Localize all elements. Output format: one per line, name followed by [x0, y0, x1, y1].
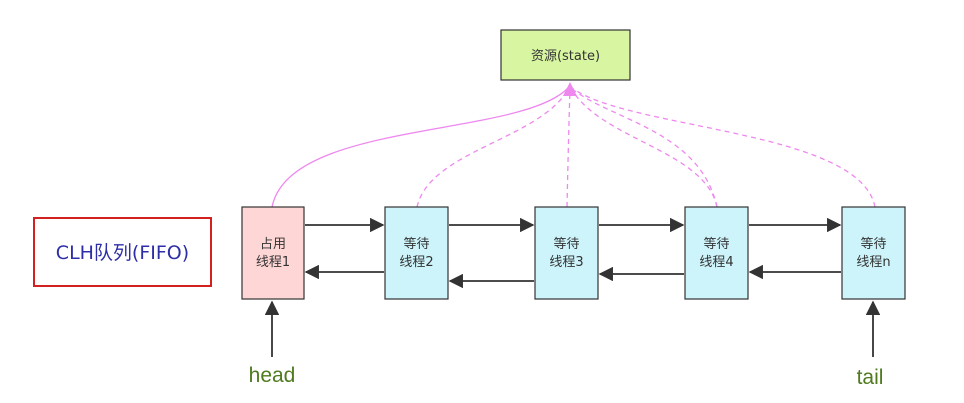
resource-link-arrowhead	[563, 82, 577, 96]
clh-queue-label: CLH队列(FIFO)	[56, 242, 189, 264]
queue-links	[304, 217, 842, 289]
node-2-thread: 线程2	[399, 255, 433, 270]
clh-queue-label-box: CLH队列(FIFO)	[33, 217, 212, 287]
node-4-status: 等待	[703, 236, 729, 252]
node-1-status: 占用	[260, 237, 286, 252]
node-2-status: 等待	[403, 236, 429, 252]
link-node-1-solid	[271, 87, 569, 208]
resource-links	[271, 87, 876, 208]
link-node-2-dashed	[416, 87, 570, 208]
node-1: 占用 线程1	[241, 206, 305, 300]
node-1-thread: 线程1	[256, 255, 290, 270]
resource-box: 资源(state)	[500, 29, 631, 81]
tail-pointer: tail	[857, 300, 884, 389]
node-n-thread: 线程n	[856, 255, 890, 270]
link-node-n-dashed	[571, 87, 876, 208]
link-node-4-dashed	[570, 87, 718, 208]
node-3: 等待 线程3	[534, 206, 599, 300]
node-3-status: 等待	[553, 236, 579, 252]
head-label: head	[249, 364, 296, 387]
node-2: 等待 线程2	[384, 206, 449, 300]
resource-label: 资源(state)	[531, 49, 600, 64]
node-4: 等待 线程4	[684, 206, 749, 300]
node-n: 等待 线程n	[841, 206, 906, 300]
tail-label: tail	[857, 366, 884, 389]
head-pointer: head	[249, 300, 296, 387]
node-3-thread: 线程3	[549, 255, 583, 270]
link-node-3-dashed	[566, 87, 571, 208]
node-n-status: 等待	[860, 236, 886, 252]
link-node-extra-dashed	[570, 87, 718, 208]
node-4-thread: 线程4	[699, 255, 733, 270]
